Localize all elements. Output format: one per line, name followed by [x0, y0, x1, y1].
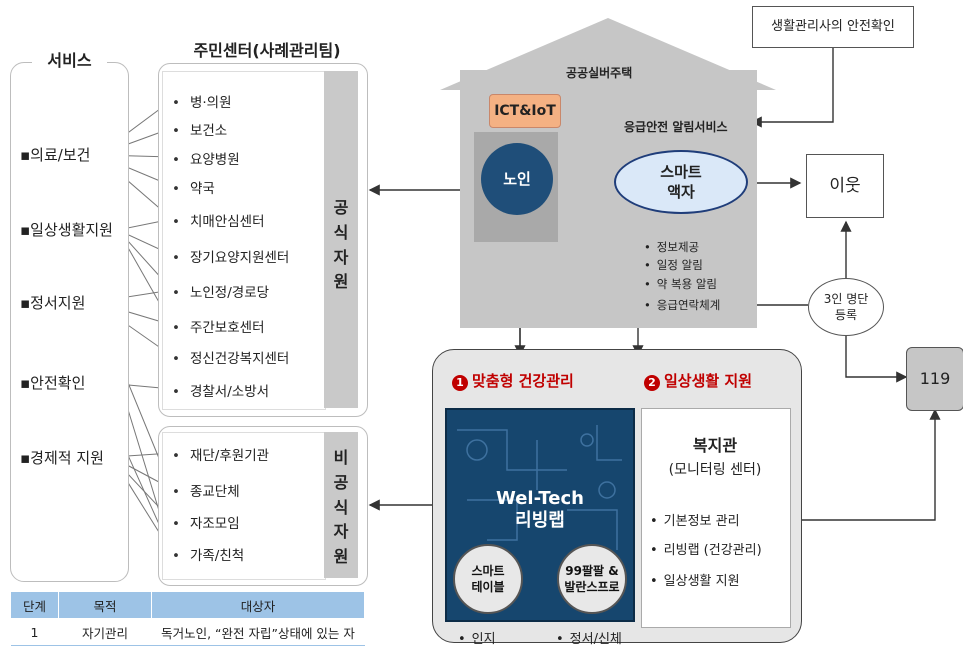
housing-title: 공공실버주택 [566, 66, 633, 80]
table-header-cell: 대상자 [151, 591, 365, 619]
weltech-living-lab: Wel-Tech 리빙랩 스마트 테이블 99팔팔 & 발란스프로 [445, 408, 635, 622]
register-line2: 등록 [834, 308, 858, 322]
table-cell: 자기관리 [58, 618, 152, 646]
welfare-center-subtitle: (모니터링 센터) [668, 462, 762, 478]
balance-pro-node: 99팔팔 & 발란스프로 [557, 544, 627, 614]
resource-item: 가족/친척 [172, 544, 244, 564]
info-item: 정보제공 [644, 239, 699, 255]
register-node: 3인 명단 등록 [808, 278, 884, 336]
safety-check-box: 생활관리사의 안전확인 [752, 6, 914, 48]
services-title: 서비스 [32, 47, 107, 71]
services-box [10, 62, 129, 582]
informal-resource-label: 비공식 자원 [333, 448, 349, 567]
weltech-line2: 리빙랩 [515, 510, 565, 531]
weltech-label: Wel-Tech 리빙랩 [447, 488, 633, 532]
welfare-item: 일상생활 지원 [650, 570, 740, 589]
service-economic: ▪경제적 지원 [20, 449, 104, 467]
balance-pro-line2: 발란스프로 [564, 580, 620, 594]
alert-service-label: 응급안전 알림서비스 [624, 120, 728, 134]
neighbor-box: 이웃 [806, 154, 884, 218]
program-footer-item: 인지 [458, 628, 496, 647]
resource-item: 치매안심센터 [172, 210, 265, 230]
smart-table-line2: 테이블 [471, 580, 505, 594]
table-row: 1 자기관리 독거노인, “완전 자립”상태에 있는 자 [10, 618, 365, 646]
table-cell: 독거노인, “완전 자립”상태에 있는 자 [151, 618, 365, 646]
register-line1: 3인 명단 [823, 292, 869, 306]
welfare-center-title: 복지관 [692, 436, 738, 455]
table-header-row: 단계 목적 대상자 [10, 591, 365, 619]
info-item: 일정 알림 [644, 257, 703, 273]
smart-frame-line2: 액자 [667, 183, 695, 201]
program-number: 1 [452, 375, 468, 391]
table-header-cell: 단계 [10, 591, 59, 619]
elder-node: 노인 [481, 143, 553, 215]
emergency-119-box: 119 [906, 347, 963, 411]
resource-item: 종교단체 [172, 480, 240, 500]
table-cell: 1 [10, 618, 59, 646]
smart-table-line1: 스마트 [471, 564, 505, 578]
resource-item: 장기요양지원센터 [172, 246, 289, 266]
resource-item: 요양병원 [172, 148, 240, 168]
resource-item: 약국 [172, 177, 215, 197]
info-item: 응급연락체계 [644, 297, 720, 313]
table-header-cell: 목적 [58, 591, 152, 619]
resource-item: 병·의원 [172, 91, 232, 111]
welfare-item: 리빙랩 (건강관리) [650, 539, 762, 558]
balance-pro-line1: 99팔팔 & [565, 564, 619, 578]
ict-iot-badge: ICT&IoT [489, 94, 561, 128]
health-program-label: 맞춤형 건강관리 [472, 372, 574, 390]
resource-item: 보건소 [172, 119, 227, 139]
service-daily-life: ▪일상생활지원 [20, 221, 113, 239]
program-footer-item: 정서/신체 [556, 628, 622, 647]
resource-item: 자조모임 [172, 512, 240, 532]
resource-item: 정신건강복지센터 [172, 347, 289, 367]
service-emotional: ▪정서지원 [20, 294, 86, 312]
daily-program-label: 일상생활 지원 [664, 372, 753, 390]
service-safety: ▪안전확인 [20, 374, 86, 392]
circuit-pattern [457, 425, 622, 550]
formal-resource-band: 공식 자원 [324, 71, 358, 408]
info-item: 약 복용 알림 [644, 276, 717, 292]
resource-item: 주간보호센터 [172, 316, 265, 336]
weltech-line1: Wel-Tech [496, 488, 584, 509]
service-medical: ▪의료/보건 [20, 146, 91, 164]
smart-frame-line1: 스마트 [660, 163, 702, 181]
formal-resource-label: 공식 자원 [333, 198, 349, 292]
stage-table: 단계 목적 대상자 1 자기관리 독거노인, “완전 자립”상태에 있는 자 [10, 591, 365, 646]
community-center-title: 주민센터(사례관리팀) [182, 37, 352, 61]
resource-item: 노인정/경로당 [172, 281, 269, 301]
program-number: 2 [644, 375, 660, 391]
smart-frame-node: 스마트 액자 [614, 150, 748, 214]
smart-table-node: 스마트 테이블 [453, 544, 523, 614]
resource-item: 재단/후원기관 [172, 444, 269, 464]
informal-resource-band: 비공식 자원 [324, 432, 358, 578]
welfare-item: 기본정보 관리 [650, 510, 740, 529]
resource-item: 경찰서/소방서 [172, 380, 269, 400]
